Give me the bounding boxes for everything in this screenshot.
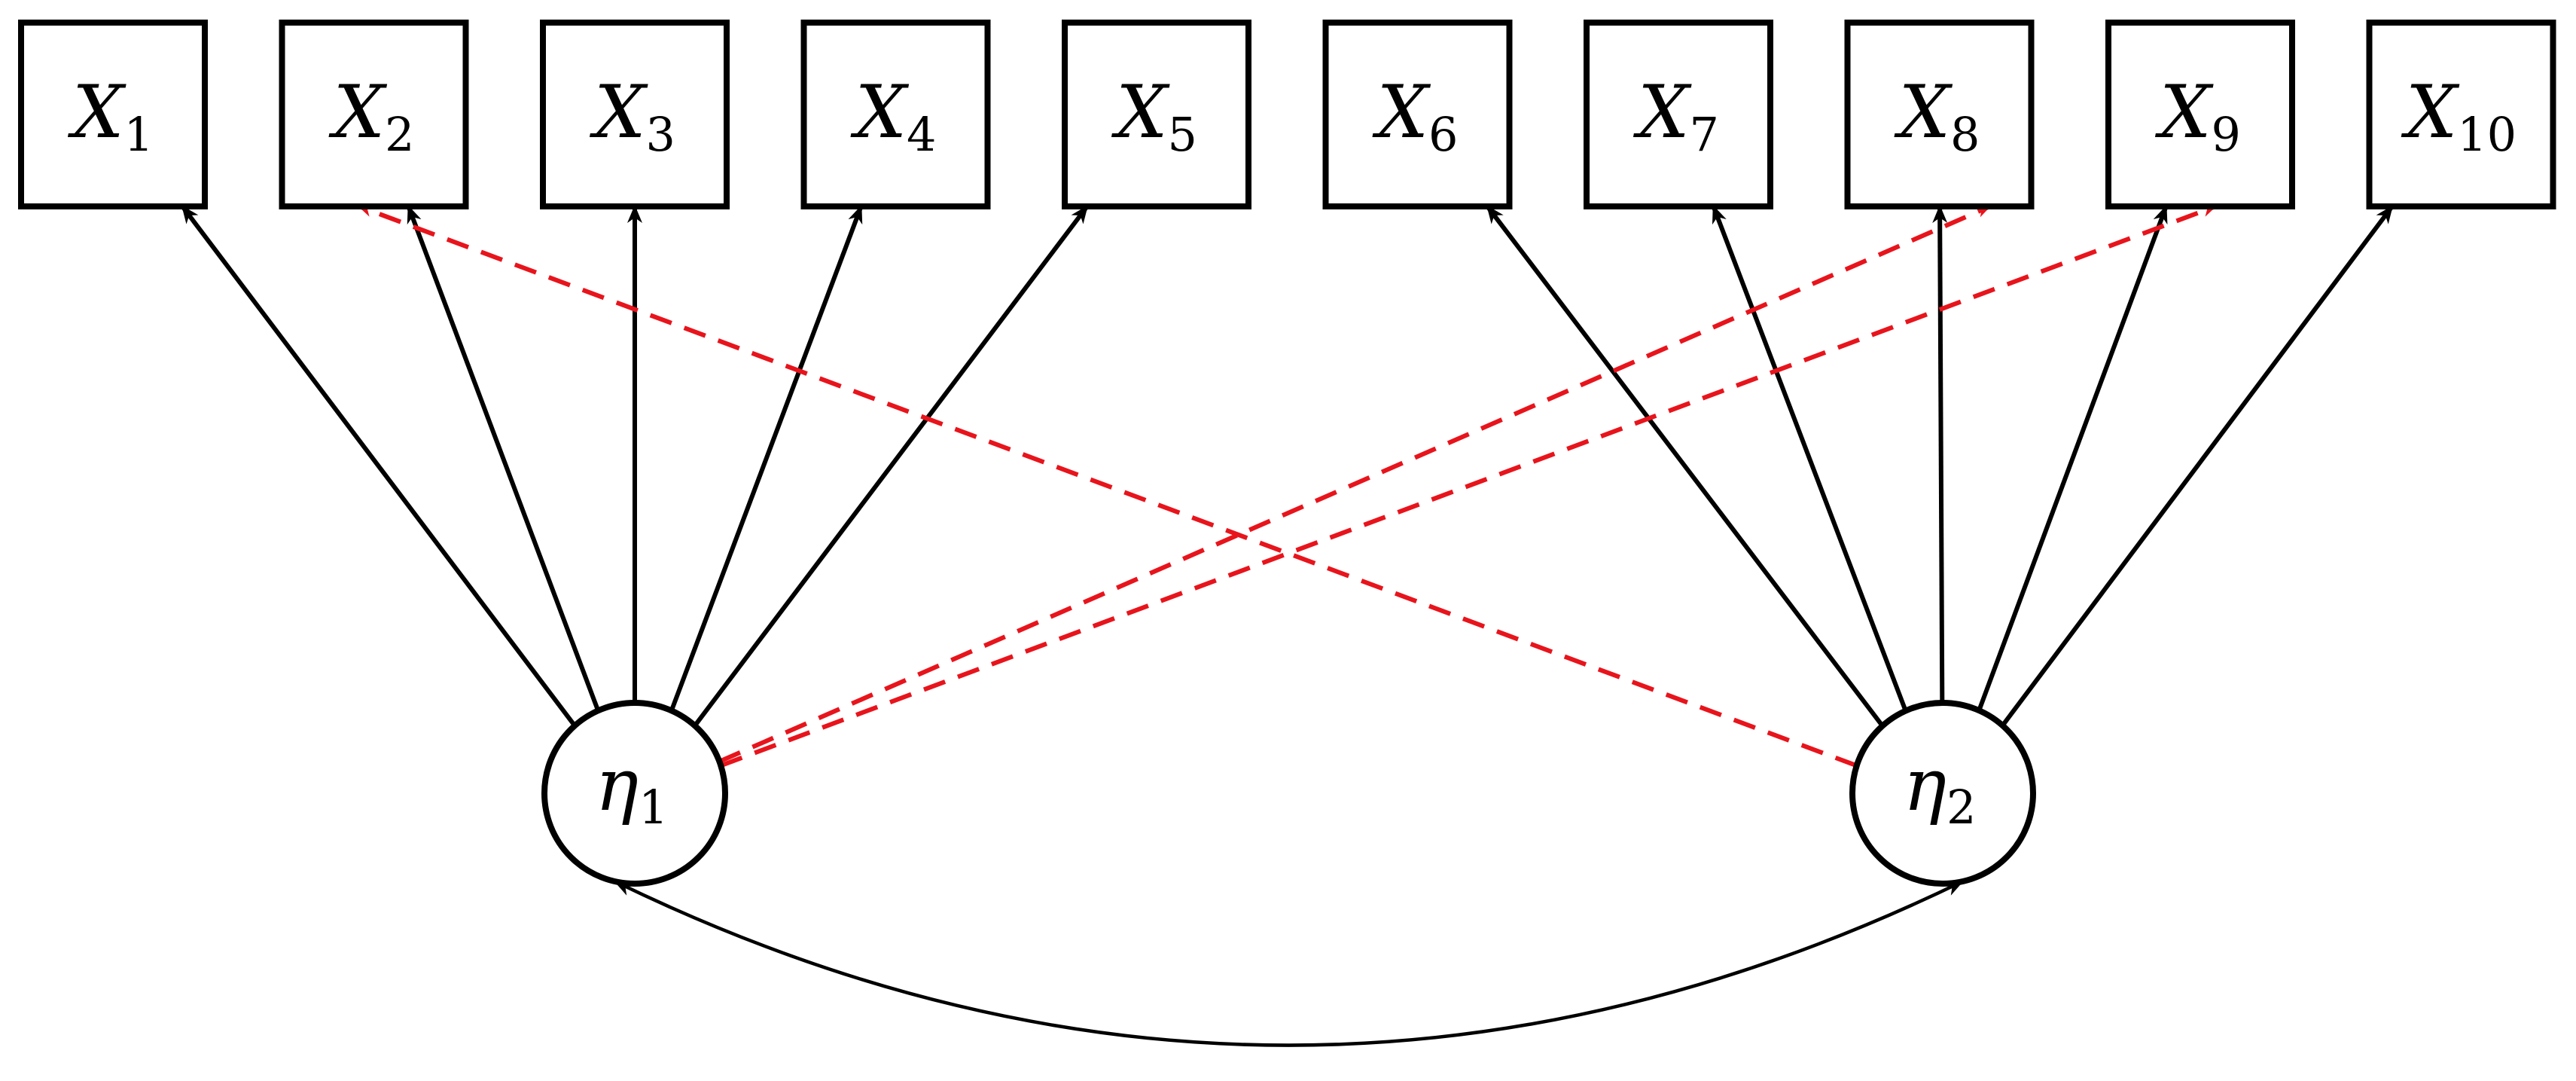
observed-node-x10: X10: [2366, 20, 2556, 209]
observed-node-x5: X5: [1062, 20, 1251, 209]
label-subscript: 10: [2457, 107, 2517, 162]
label-symbol: X: [589, 70, 648, 154]
label-symbol: X: [1372, 70, 1431, 154]
covariance-edges: [614, 880, 1964, 1047]
observed-label: X1: [67, 70, 154, 162]
label-symbol: X: [328, 70, 388, 154]
observed-label: X6: [1372, 70, 1459, 162]
loading-edge-eta2-x10: [2001, 205, 2395, 727]
cross-loading-edge-eta1-x10: [720, 204, 2217, 768]
loading-edge-eta1-x4: [669, 205, 864, 712]
label-subscript: 9: [2211, 107, 2240, 162]
label-symbol: X: [2401, 70, 2460, 154]
observed-node-x1: X1: [18, 20, 208, 209]
loading-edge-eta2-x6: [1485, 205, 1885, 728]
label-symbol: η: [596, 743, 639, 827]
cross-loading-edges: [358, 204, 2217, 768]
label-subscript: 5: [1167, 107, 1197, 162]
loading-edge-eta2-x8: [1932, 205, 1948, 704]
label-symbol: X: [1894, 70, 1953, 154]
observed-box: [1062, 20, 1251, 209]
observed-node-x2: X2: [279, 20, 469, 209]
latent-label: η2: [1904, 743, 1977, 835]
observed-box: [18, 20, 208, 209]
label-symbol: X: [2154, 70, 2214, 154]
loading-edges: [180, 205, 2395, 728]
observed-box: [1584, 20, 1773, 209]
observed-node-x4: X4: [800, 20, 991, 209]
observed-node-x7: X7: [1584, 20, 1773, 209]
loading-edge-eta2-x9: [1977, 205, 2169, 712]
observed-label: X3: [589, 70, 675, 162]
label-subscript: 4: [907, 107, 936, 162]
label-subscript: 3: [645, 107, 675, 162]
latent-label: η1: [596, 743, 669, 835]
observed-label: X5: [1111, 70, 1197, 162]
observed-box: [800, 20, 991, 209]
observed-box: [2105, 20, 2295, 209]
label-subscript: 2: [1946, 780, 1976, 835]
label-symbol: X: [1111, 70, 1170, 154]
label-subscript: 6: [1428, 107, 1458, 162]
observed-node-x3: X3: [540, 20, 730, 209]
label-subscript: 2: [385, 107, 414, 162]
observed-box: [1844, 20, 2035, 209]
covariance-edge-eta1-eta2: [614, 880, 1964, 1047]
label-symbol: X: [1632, 70, 1692, 154]
observed-node-x6: X6: [1322, 20, 1513, 209]
observed-label: X4: [850, 70, 937, 162]
latent-node-eta2: η2: [1849, 700, 2036, 887]
loading-edge-eta2-x7: [1711, 205, 1908, 712]
observed-label: X7: [1632, 70, 1719, 162]
loading-edge-eta1-x5: [693, 205, 1090, 728]
loading-edge-eta1-x1: [180, 205, 577, 728]
label-symbol: X: [67, 70, 127, 154]
label-subscript: 7: [1689, 107, 1718, 162]
observed-label: X9: [2154, 70, 2241, 162]
observed-box: [2366, 20, 2556, 209]
observed-box: [279, 20, 469, 209]
observed-node-x8: X8: [1844, 20, 2035, 209]
observed-label: X2: [328, 70, 415, 162]
cross-loading-edge-eta2-x1: [358, 204, 1858, 768]
observed-box: [540, 20, 730, 209]
latent-node-eta1: η1: [541, 700, 728, 887]
label-symbol: X: [850, 70, 910, 154]
cross-loading-edge-eta1-x9: [718, 204, 1992, 764]
loading-edge-eta1-x2: [406, 205, 601, 712]
latent-circle: [1849, 700, 2036, 887]
label-symbol: η: [1904, 743, 1947, 827]
observed-node-x9: X9: [2105, 20, 2295, 209]
observed-label: X8: [1894, 70, 1980, 162]
observed-label: X10: [2401, 70, 2517, 162]
observed-box: [1322, 20, 1513, 209]
latent-circle: [541, 700, 728, 887]
label-subscript: 1: [639, 780, 668, 835]
label-subscript: 8: [1950, 107, 1980, 162]
label-subscript: 1: [123, 107, 153, 162]
